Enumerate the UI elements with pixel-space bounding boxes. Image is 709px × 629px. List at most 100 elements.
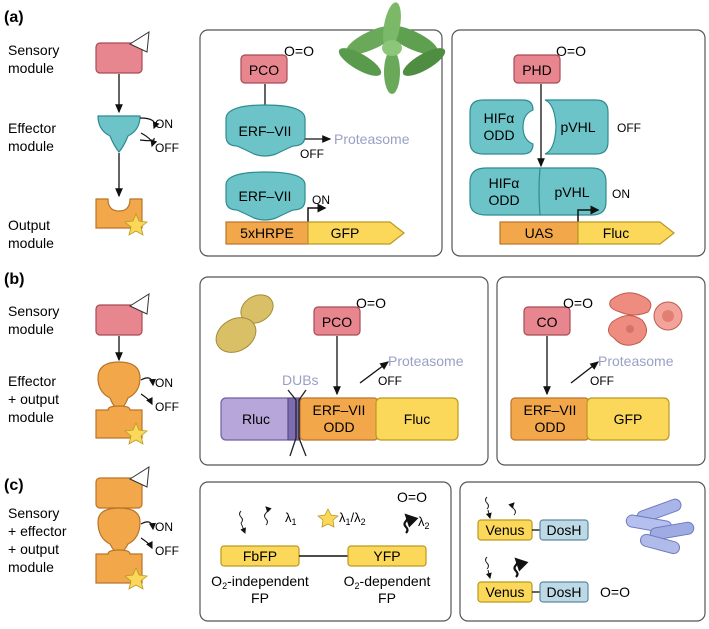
sensor-triangle-icon [128, 31, 150, 53]
gfp-reporter [307, 221, 405, 245]
on-label: ON [312, 193, 330, 207]
venus-label-2: Venus [486, 584, 525, 600]
star-icon-b [124, 421, 148, 445]
fbfp-label: FbFP [243, 548, 277, 564]
fluc-reporter [577, 221, 675, 245]
pvhl-free-label: pVHL [560, 119, 595, 135]
lambda2-label: λ2 [418, 514, 430, 531]
yfp-label: YFP [373, 548, 400, 564]
sensor-triangle-icon-b [128, 293, 150, 315]
co-label: CO [537, 314, 558, 330]
sensory-module-shape-b [95, 304, 143, 336]
sensory-module-shape [95, 42, 143, 74]
plant-icon [338, 2, 446, 94]
gfp-domain [586, 397, 670, 441]
dosh-label-2: DosH [546, 584, 581, 600]
venus-emission-strong-icon [513, 557, 529, 578]
bacteria-icon [625, 498, 695, 555]
dubs-label: DUBs [282, 372, 319, 388]
dosh-domain [539, 519, 589, 541]
sensory-module-shape-c [95, 477, 143, 509]
promoter-label: 5xHRPE [240, 225, 294, 241]
panel-c-label: (c) [4, 477, 24, 494]
effector-on-label: ON [155, 117, 173, 131]
off-label-b2: OFF [590, 374, 614, 388]
venus-emission-icon [508, 502, 516, 516]
emission-wave-icon [264, 506, 272, 526]
pco-sensor-b [313, 306, 361, 336]
oxygen-label: O=O [284, 43, 314, 59]
rluc-label: Rluc [242, 411, 270, 427]
proteasome-label: Proteasome [334, 131, 410, 147]
effector-off-label-b: OFF [155, 400, 179, 414]
erf-vii-effector [225, 104, 306, 157]
dosh-label: DosH [546, 522, 581, 538]
pvhl-free [544, 99, 609, 155]
gfp-label-b: GFP [614, 411, 643, 427]
oxygen-label-b2: O=O [563, 295, 593, 311]
output-module-shape [95, 198, 143, 229]
erf-vii-bound-label: ERF–VII [239, 188, 292, 204]
off-label-2: OFF [617, 121, 641, 135]
venus-excitation-icon-2 [485, 556, 489, 570]
effector-on-label-c: ON [155, 520, 173, 534]
gfp-label: GFP [331, 225, 360, 241]
venus-label: Venus [486, 522, 525, 538]
co-sensor [523, 306, 571, 336]
phd-sensor [513, 54, 561, 84]
hif-odd-free [469, 99, 534, 155]
proteasome-label-b2: Proteasome [598, 353, 674, 369]
emission-wave-icon-2 [403, 513, 419, 534]
off-label-b: OFF [378, 374, 402, 388]
ubiquitin-linker [287, 397, 301, 441]
sensor-triangle-icon-c [128, 466, 150, 488]
effector-off-label: OFF [155, 141, 179, 155]
excitation-wave-icon [239, 510, 243, 524]
pvhl-bound-label: pVHL [554, 184, 589, 200]
effector-off-label-c: OFF [155, 544, 179, 558]
lambda1-label: λ1 [285, 510, 297, 527]
off-label: OFF [300, 147, 324, 161]
erf-vii-bound [225, 171, 306, 221]
phd-label: PHD [522, 62, 552, 78]
oxygen-label-c: O=O [397, 489, 427, 505]
fret-sensor-box [199, 481, 452, 622]
cells-icon [608, 292, 683, 346]
pco-sensor [240, 54, 288, 84]
proteasome-label-b: Proteasome [388, 353, 464, 369]
erf-vii-label: ERF–VII [239, 123, 292, 139]
dosh-domain-2 [539, 581, 589, 603]
output-base-shape-c [95, 549, 143, 584]
pvhl-bound [538, 167, 607, 216]
panel-a-label: (a) [4, 9, 24, 26]
effector-shape-c [97, 507, 141, 555]
ratio-label: λ1/λ2 [339, 510, 366, 527]
fluc-domain [375, 397, 459, 441]
star-icon [124, 212, 148, 236]
pco-label: PCO [249, 62, 279, 78]
fluc-label: Fluc [603, 225, 629, 241]
venus-excitation-icon [485, 496, 489, 510]
effector-on-label-b: ON [155, 376, 173, 390]
on-label-2: ON [612, 187, 630, 201]
yeast-icon [215, 294, 274, 353]
oxygen-label-b: O=O [356, 295, 386, 311]
pco-label-b: PCO [322, 314, 352, 330]
effector-module-shape [97, 115, 141, 153]
cleavage-mark-right [298, 389, 307, 457]
fluc-label-b: Fluc [404, 411, 430, 427]
star-icon-ratio [317, 508, 339, 528]
oxygen-label-c2: O=O [600, 584, 630, 600]
panel-b-label: (b) [4, 271, 24, 288]
